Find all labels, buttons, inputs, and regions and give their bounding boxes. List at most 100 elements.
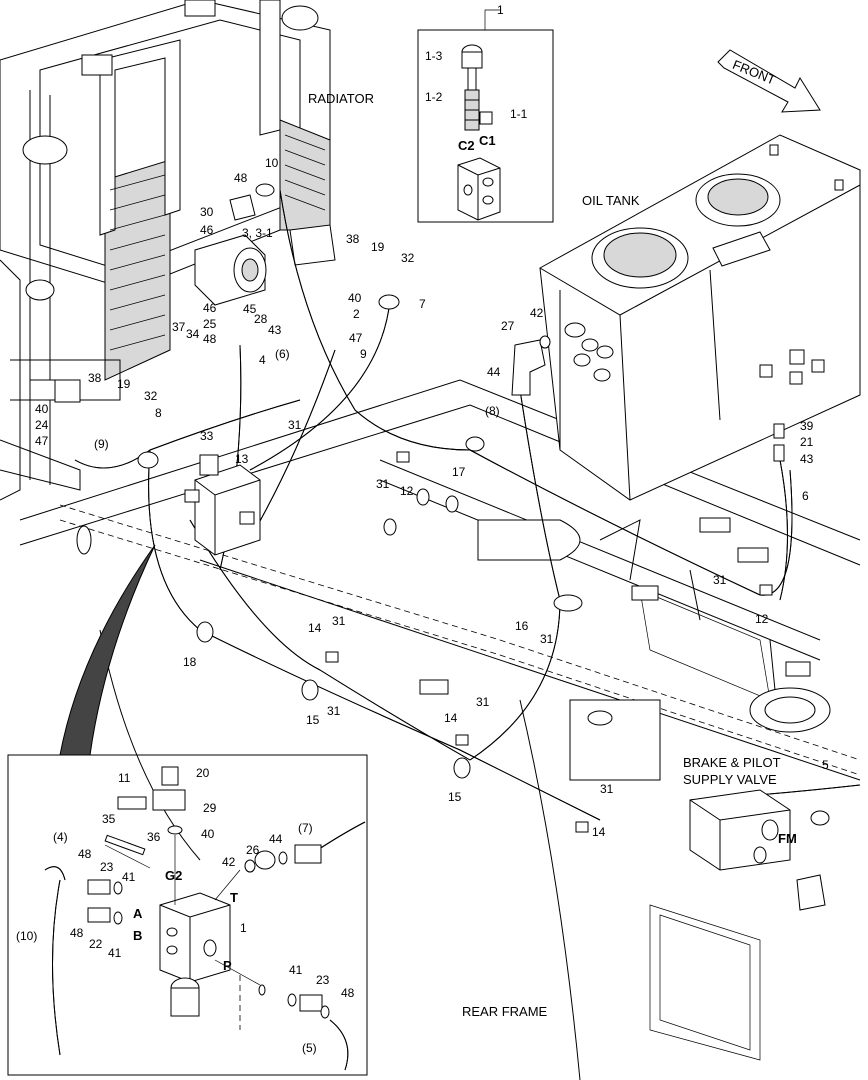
hoses-drawing: [74, 189, 861, 833]
callout-label: 33: [200, 429, 214, 443]
inset-callout-labels: 11 20 29 40 35 36 (7) (4) 48 23 41 26 44…: [16, 766, 355, 1055]
callout-label: 31: [327, 704, 341, 718]
inset-label: 44: [269, 832, 283, 846]
callout-label: 48: [203, 332, 217, 346]
callout-label: 47: [349, 331, 363, 345]
callout-label: 37: [172, 320, 186, 334]
inset-label: T: [230, 890, 238, 905]
label-detail-1-3: 1-3: [425, 49, 443, 63]
inset-label: B: [133, 928, 142, 943]
inset-label: A: [133, 906, 143, 921]
callout-label: 30: [200, 205, 214, 219]
label-detail-1-1: 1-1: [510, 107, 528, 121]
detail-box-valve-1: [417, 9, 554, 223]
caption-rear-frame: REAR FRAME: [462, 1004, 548, 1019]
callout-label: 32: [144, 389, 158, 403]
brake-supply-valve-drawing: [689, 789, 830, 911]
callout-label: 10: [265, 156, 279, 170]
callout-label: 32: [401, 251, 415, 265]
callout-label: 31: [713, 573, 727, 587]
caption-brake-valve-line1: BRAKE & PILOT: [683, 755, 781, 770]
callout-label: (8): [485, 404, 500, 418]
callout-label: 31: [540, 632, 554, 646]
callout-label: 9: [360, 347, 367, 361]
callout-label: 17: [452, 465, 466, 479]
inset-label: 48: [78, 847, 92, 861]
callout-label: 16: [515, 619, 529, 633]
callout-label: 44: [487, 365, 501, 379]
label-port-c1: C1: [479, 133, 496, 148]
inset-label: (4): [53, 830, 68, 844]
callout-label: 12: [400, 484, 414, 498]
callout-label: 6: [802, 489, 809, 503]
inset-label: 42: [222, 855, 236, 869]
caption-oil-tank: OIL TANK: [582, 193, 640, 208]
callout-label: 46: [200, 223, 214, 237]
callout-label: 14: [308, 621, 322, 635]
inset-label: 48: [341, 986, 355, 1000]
inset-label: (7): [298, 821, 313, 835]
oil-tank-drawing: [539, 134, 861, 501]
inset-label: 35: [102, 812, 116, 826]
callout-label: (6): [275, 347, 290, 361]
callout-label: 19: [371, 240, 385, 254]
callout-label: 48: [234, 171, 248, 185]
caption-fm-port: FM: [778, 831, 797, 846]
inset-label: 36: [147, 830, 161, 844]
label-detail-1-2: 1-2: [425, 90, 443, 104]
inset-label: (5): [302, 1041, 317, 1055]
inset-label: 22: [89, 937, 103, 951]
callout-label: 45: [243, 302, 257, 316]
callout-label: 28: [254, 312, 268, 326]
callout-label: 46: [203, 301, 217, 315]
callout-label: 43: [268, 323, 282, 337]
callout-label: 21: [800, 435, 814, 449]
inset-detail-box: [7, 544, 368, 1076]
callout-label: 47: [35, 434, 49, 448]
callout-label: 13: [235, 452, 249, 466]
callout-label: 31: [376, 477, 390, 491]
callout-label: 15: [448, 790, 462, 804]
callout-label: 38: [346, 232, 360, 246]
inset-label: G2: [165, 868, 182, 883]
callout-label: 38: [88, 371, 102, 385]
callout-label: 3, 3-1: [242, 226, 273, 240]
label-port-c2: C2: [458, 138, 475, 153]
callout-label: (9): [94, 437, 109, 451]
callout-label: 14: [592, 825, 606, 839]
callout-label: 12: [755, 612, 769, 626]
callout-label: 15: [306, 713, 320, 727]
callout-label: 39: [800, 419, 814, 433]
inset-label: 41: [108, 946, 122, 960]
inset-label: P: [223, 958, 232, 973]
callout-label: 27: [501, 319, 515, 333]
inset-label: 41: [122, 870, 136, 884]
caption-radiator: RADIATOR: [308, 91, 374, 106]
callout-label: 25: [203, 317, 217, 331]
callout-label: 42: [530, 306, 544, 320]
callout-label: 18: [183, 655, 197, 669]
inset-label: 40: [201, 827, 215, 841]
callout-label: 31: [332, 614, 346, 628]
callout-label: 2: [353, 307, 360, 321]
inset-label: 20: [196, 766, 210, 780]
callout-label: 4: [259, 353, 266, 367]
hose-6-drawing: [773, 423, 788, 601]
valve-block-drawing: [184, 454, 261, 556]
inset-label: 11: [118, 771, 131, 785]
main-callout-labels: 10 48 30 46 3, 3-1 38 19 32 40 7 46 45 2…: [35, 156, 829, 839]
callout-label: 14: [444, 711, 458, 725]
callout-label: 7: [419, 297, 426, 311]
callout-label: 5: [822, 758, 829, 772]
inset-label: 41: [289, 963, 303, 977]
callout-label: 19: [117, 377, 131, 391]
inset-label: 23: [316, 973, 330, 987]
callout-label: 31: [476, 695, 490, 709]
inset-label: 1: [240, 921, 247, 935]
radiator-drawing: [0, 0, 331, 501]
inset-label: 26: [246, 843, 260, 857]
callout-label: 31: [288, 418, 302, 432]
callout-label: 34: [186, 327, 200, 341]
